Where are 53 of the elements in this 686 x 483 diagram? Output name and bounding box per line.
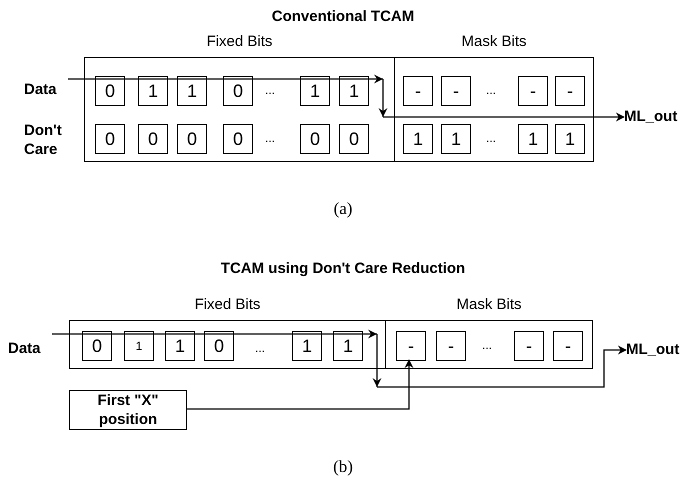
bit-cell: 1 <box>138 76 168 106</box>
bit-cell: 1 <box>300 76 330 106</box>
bit-cell: 0 <box>204 331 234 361</box>
ellipsis-text: ... <box>264 82 276 99</box>
bit-cell: 0 <box>223 76 253 106</box>
bit-cell: - <box>441 76 471 106</box>
bit-cell: - <box>403 76 433 106</box>
bit-cell: 0 <box>300 124 330 154</box>
signal-label: ML_out <box>624 107 686 127</box>
bit-cell: - <box>518 76 548 106</box>
section-heading: Mask Bits <box>455 296 522 313</box>
bit-cell: - <box>555 76 585 106</box>
bit-cell: 1 <box>292 331 322 361</box>
bit-cell: 1 <box>403 124 433 154</box>
section-heading: Mask Bits <box>460 33 528 50</box>
bit-cell: - <box>436 331 466 361</box>
arrow <box>187 359 414 410</box>
arrow <box>67 74 625 122</box>
bit-cell: 1 <box>339 76 369 106</box>
panel-title: Conventional TCAM <box>270 6 416 26</box>
arrow <box>51 330 627 388</box>
ellipsis-text: ... <box>264 130 276 147</box>
bit-cell: 1 <box>333 331 363 361</box>
bit-cell: 0 <box>95 124 125 154</box>
ellipsis-text: ... <box>254 340 266 357</box>
ellipsis-text: ... <box>484 130 497 147</box>
bit-cell: - <box>553 331 583 361</box>
section-heading: Fixed Bits <box>206 33 274 50</box>
figure-caption: (b) <box>332 456 354 478</box>
section-heading: Fixed Bits <box>194 296 262 313</box>
signal-label: Don't Care <box>24 121 86 161</box>
bit-cell: 0 <box>82 331 112 361</box>
bit-cell: - <box>514 331 544 361</box>
figure-caption: (a) <box>332 198 354 220</box>
ellipsis-text: ... <box>484 82 497 99</box>
bit-cell: - <box>396 331 426 361</box>
bit-cell: 0 <box>138 124 168 154</box>
bit-cell: 1 <box>441 124 471 154</box>
signal-label: Data <box>8 330 52 368</box>
bit-cell: 1 <box>165 331 195 361</box>
bit-cell: 0 <box>223 124 253 154</box>
bit-cell: 0 <box>95 76 125 106</box>
bit-cell: 1 <box>555 124 585 154</box>
process-box: First "X" position <box>69 390 187 430</box>
signal-label: Data <box>24 70 68 110</box>
ellipsis-text: ... <box>480 337 493 354</box>
bit-cell: 0 <box>339 124 369 154</box>
signal-label: ML_out <box>626 340 686 360</box>
bit-cell: 1 <box>124 331 154 361</box>
bit-cell: 0 <box>177 124 207 154</box>
bit-cell: 1 <box>177 76 207 106</box>
bit-cell: 1 <box>518 124 548 154</box>
panel-title: TCAM using Don't Care Reduction <box>220 258 466 278</box>
